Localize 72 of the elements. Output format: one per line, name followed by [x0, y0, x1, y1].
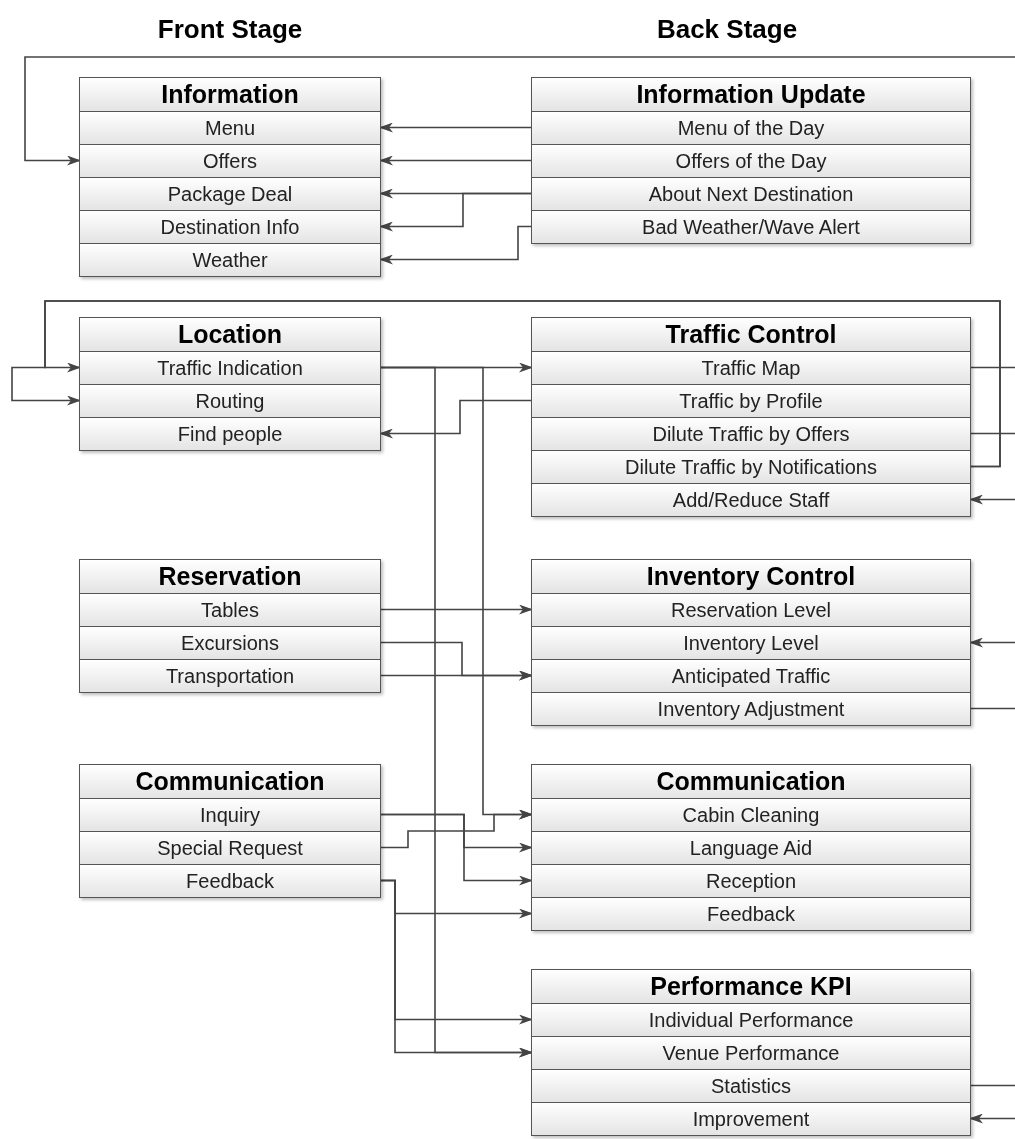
connector-arrow [379, 670, 533, 681]
connector-arrow [24, 56, 1015, 166]
list-row: Reservation Level [532, 593, 970, 626]
connector-line [969, 366, 1015, 369]
list-row: Feedback [80, 864, 380, 897]
list-row: Individual Performance [532, 1003, 970, 1036]
list-row: Inventory Adjustment [532, 692, 970, 725]
list-row: Traffic by Profile [532, 384, 970, 417]
list-row: Inquiry [80, 798, 380, 831]
list-row: Bad Weather/Wave Alert [532, 210, 970, 243]
connector-arrow [379, 155, 533, 166]
connector-arrow [379, 122, 533, 133]
list-row: Offers [80, 144, 380, 177]
list-row: Offers of the Day [532, 144, 970, 177]
connector-arrow [379, 225, 533, 265]
list-row: Improvement [532, 1102, 970, 1135]
list-row: Venue Performance [532, 1036, 970, 1069]
connector-arrow [379, 399, 533, 439]
connector-line [969, 1084, 1015, 1087]
table-heading: Information Update [636, 82, 866, 107]
list-row: Dilute Traffic by Offers [532, 417, 970, 450]
table-panel [531, 317, 971, 517]
list-row: Reception [532, 864, 970, 897]
list-row: Destination Info [80, 210, 380, 243]
connector-arrow [969, 637, 1015, 648]
stage-heading: Back Stage [656, 13, 798, 46]
list-row: Language Aid [532, 831, 970, 864]
table-panel [79, 764, 381, 898]
list-row: Inventory Level [532, 626, 970, 659]
connector-line [969, 432, 1015, 435]
list-row: Special Request [80, 831, 380, 864]
connector-line [969, 707, 1015, 710]
list-row: Traffic Indication [80, 351, 380, 384]
table-panel [79, 317, 381, 451]
table-panel [531, 969, 971, 1136]
connector-arrow [969, 494, 1015, 505]
table-panel [79, 559, 381, 693]
table-heading: Traffic Control [665, 322, 837, 347]
table-heading: Information [161, 82, 299, 107]
list-row: Routing [80, 384, 380, 417]
list-row: Traffic Map [532, 351, 970, 384]
table-heading: Performance KPI [650, 974, 852, 999]
list-row: Menu [80, 111, 380, 144]
list-row: Dilute Traffic by Notifications [532, 450, 970, 483]
table-heading: Location [177, 322, 283, 347]
connector-arrow [379, 604, 533, 615]
list-row: Add/Reduce Staff [532, 483, 970, 516]
table-panel [79, 77, 381, 277]
list-row: Package Deal [80, 177, 380, 210]
connector-arrow [969, 1113, 1015, 1124]
list-row: Find people [80, 417, 380, 450]
list-row: Tables [80, 593, 380, 626]
connector-arrow [379, 813, 533, 886]
list-row: Excursions [80, 626, 380, 659]
table-heading: Communication [656, 769, 846, 794]
list-row: Transportation [80, 659, 380, 692]
list-row: Anticipated Traffic [532, 659, 970, 692]
table-heading: Inventory Control [646, 564, 856, 589]
list-row: Cabin Cleaning [532, 798, 970, 831]
list-row: Menu of the Day [532, 111, 970, 144]
table-panel [531, 764, 971, 931]
table-panel [531, 77, 971, 244]
table-panel [531, 559, 971, 726]
connector-arrow [379, 192, 533, 232]
list-row: Feedback [532, 897, 970, 930]
stage-heading: Front Stage [157, 13, 303, 46]
list-row: Statistics [532, 1069, 970, 1102]
table-heading: Communication [135, 769, 325, 794]
list-row: Weather [80, 243, 380, 276]
list-row: About Next Destination [532, 177, 970, 210]
table-heading: Reservation [158, 564, 302, 589]
connector-arrow [379, 879, 533, 1058]
